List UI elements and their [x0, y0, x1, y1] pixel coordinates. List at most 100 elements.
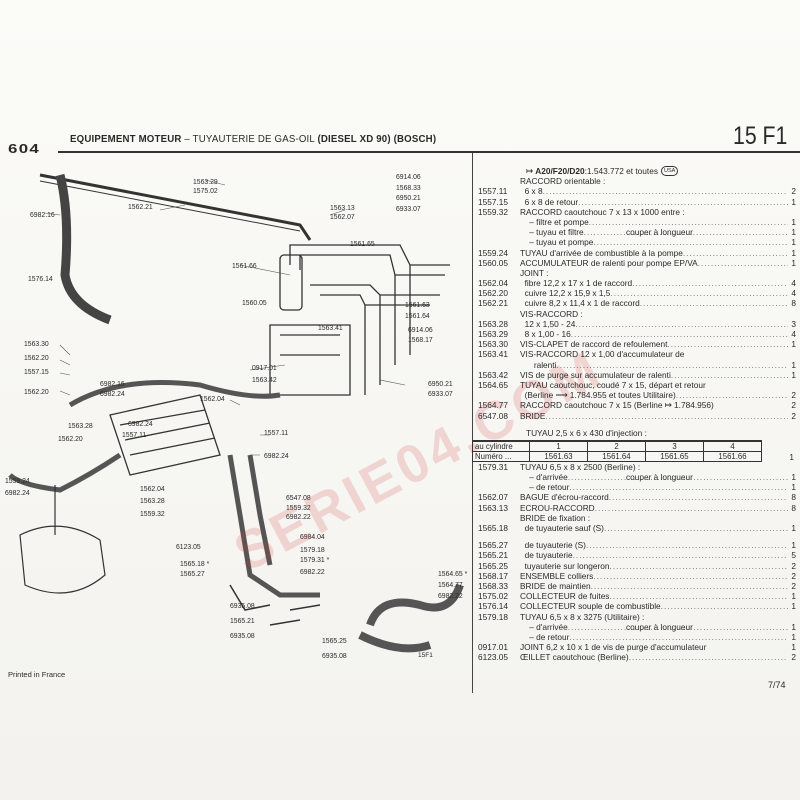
part-row: – filtre et pompe1 — [478, 217, 796, 227]
table-header-row: au cylindre 1 2 3 4 — [472, 439, 762, 452]
part-desc: COLLECTEUR souple de combustible — [520, 601, 661, 612]
callout-label: 1557.11 — [264, 428, 289, 437]
part-desc: BRIDE de maintien — [520, 580, 591, 591]
callout-label: 1562.20 — [58, 434, 83, 443]
part-row: VIS-RACCORD : — [478, 309, 796, 319]
part-qty: 1 — [791, 369, 796, 380]
table-row: Numéro ... 1561.63 1561.64 1561.65 1561.… — [472, 450, 762, 462]
callout-label: 6984.04 — [300, 532, 325, 541]
gap — [644, 612, 788, 622]
gap — [590, 513, 788, 523]
part-desc: (Berline ⟶ 1.784.955 et toutes Utilitair… — [520, 390, 676, 401]
part-desc: 6 x 8 — [520, 186, 543, 197]
part-desc: cuivre 12,2 x 15,9 x 1,5 — [520, 288, 611, 299]
part-qty: 8 — [791, 298, 796, 309]
callout-label: 1564.77 — [438, 580, 463, 589]
part-qty — [788, 309, 796, 319]
gap — [583, 309, 788, 319]
section-code: 15 F1 — [733, 122, 788, 150]
dot-leader — [609, 561, 788, 571]
callout-label: 1557.11 — [122, 430, 147, 439]
part-row: (Berline ⟶ 1.784.955 et toutes Utilitair… — [478, 390, 796, 400]
callout-label: 1561.66 — [232, 261, 257, 270]
table-cell: 2 — [587, 439, 646, 452]
dot-leader — [573, 550, 788, 560]
part-ref: 1563.13 — [478, 502, 508, 513]
part-qty: 2 — [791, 580, 796, 591]
table-cell: 4 — [703, 439, 762, 452]
dot-leader — [667, 339, 788, 349]
callout-label: 1565.18 * — [180, 559, 210, 568]
callout-label: 1563.29 — [193, 177, 218, 186]
part-desc: de tuyauterie — [520, 550, 573, 561]
part-ref: 1563.42 — [478, 369, 508, 380]
part-ref: 1565.27 — [478, 540, 508, 551]
part-row: 1565.21 de tuyauterie5 — [478, 550, 796, 560]
dot-leader — [661, 601, 788, 611]
title-suffix: (DIESEL XD 90) (BOSCH) — [317, 133, 437, 145]
part-ref: 6547.08 — [478, 410, 508, 421]
part-ref: 1562.20 — [478, 288, 508, 299]
part-row: 1562.21 cuivre 8,2 x 11,4 x 1 de raccord… — [478, 298, 796, 308]
callout-label: 6547.08 — [286, 493, 311, 502]
part-row: 1563.29 8 x 1,00 - 164 — [478, 329, 796, 339]
part-ref — [478, 268, 520, 278]
part-ref: 1563.29 — [478, 329, 508, 339]
part-ref — [478, 309, 520, 319]
callout-label: 6935.08 — [322, 651, 347, 660]
dot-leader — [610, 288, 788, 298]
part-desc: VIS-RACCORD : — [520, 308, 583, 319]
part-qty: 3 — [791, 318, 796, 329]
part-row: 1565.18 de tuyauterie sauf (S)1 — [478, 523, 796, 533]
model-logo: 604 — [8, 141, 41, 156]
part-row: 1563.30 VIS-CLAPET de raccord de refoulem… — [478, 339, 796, 349]
part-desc: TUYAU 6,5 x 8 x 3275 (Utilitaire) : — [520, 611, 645, 622]
dot-leader — [609, 591, 788, 601]
part-desc: RACCORD orientable : — [520, 176, 606, 187]
dot-leader — [543, 186, 788, 196]
part-ref: 1579.31 — [478, 461, 508, 472]
part-desc: – d'arrivée — [520, 621, 568, 632]
part-qty — [788, 207, 796, 217]
callout-label: 6933.07 — [396, 204, 421, 213]
callout-label: 6935.08 — [230, 601, 255, 610]
callout-label: 1564.65 * — [438, 569, 468, 578]
part-qty: 1 — [791, 472, 796, 483]
table-cell: 3 — [645, 439, 704, 452]
part-ref: 1565.18 — [478, 523, 508, 533]
callout-label: 6982.16 — [30, 210, 55, 219]
part-qty: 1 — [791, 227, 796, 238]
callout-label: 1576.14 — [28, 274, 53, 283]
dot-leader — [586, 540, 788, 550]
part-desc: – de retour — [520, 631, 570, 642]
part-ref: 1563.30 — [478, 339, 508, 350]
part-qty: 4 — [791, 288, 796, 299]
part-qty: 1 — [791, 482, 796, 493]
page-number: 7/74 — [768, 680, 786, 690]
callout-label: 1579.31 * — [300, 555, 330, 564]
part-ref: 1559.32 — [478, 206, 508, 217]
injection-pipe-title: TUYAU 2,5 x 6 x 430 d'injection : — [526, 427, 647, 438]
part-desc: ENSEMBLE colliers — [520, 570, 594, 581]
part-qty: 1 — [791, 601, 796, 612]
callout-label: 6982.22 — [438, 591, 463, 600]
part-row: – de retour1 — [478, 482, 796, 492]
dot-leader — [556, 360, 788, 370]
part-desc: VIS-CLAPET de raccord de refoulement — [520, 339, 668, 350]
table-cell: 1 — [529, 439, 588, 452]
callout-label: 1559.32 — [286, 503, 311, 512]
accumulator — [279, 254, 303, 311]
callout-label: 1559.24 — [5, 476, 30, 485]
part-desc: RACCORD caoutchouc 7 x 15 (Berline ↦ 1.7… — [520, 400, 714, 411]
part-desc: COLLECTEUR de fuites — [520, 591, 610, 602]
table-cell: 1561.64 — [587, 450, 646, 462]
part-qty: 2 — [791, 560, 796, 571]
part-row: 1557.15 6 x 8 de retour1 — [478, 197, 796, 207]
dot-leader — [595, 503, 788, 513]
